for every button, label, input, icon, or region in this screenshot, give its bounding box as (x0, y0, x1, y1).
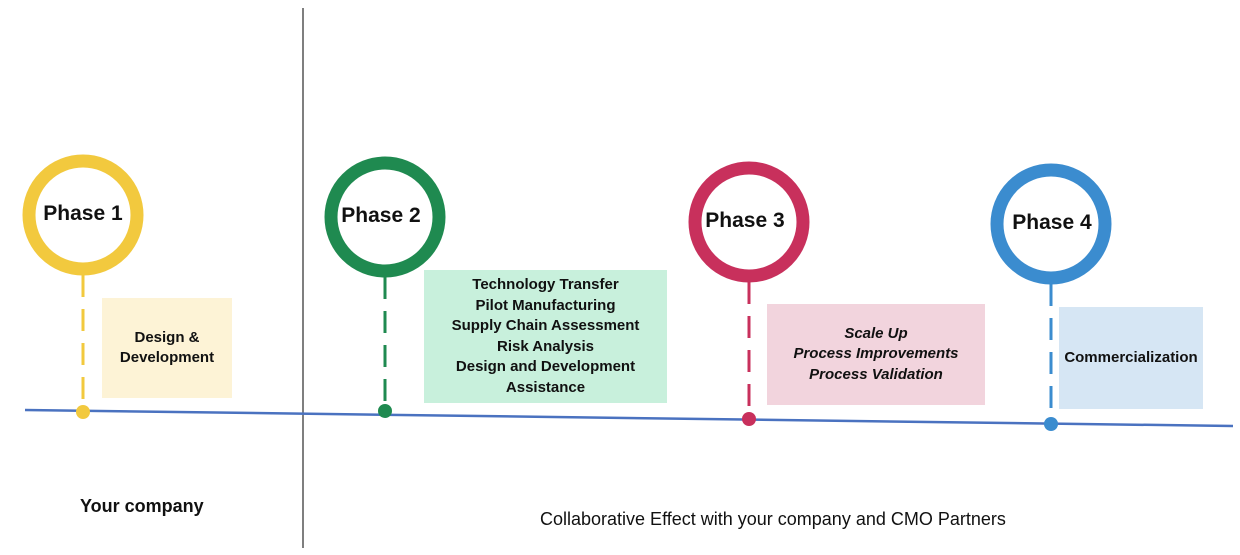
phase-2-item: Design and Development (455, 358, 636, 375)
phase-2-dot (378, 404, 392, 418)
phase-4-dot (1044, 417, 1058, 431)
phase-2-item: Technology Transfer (472, 276, 619, 293)
phase-2-item: Supply Chain Assessment (451, 317, 640, 334)
phase-3-box: Scale Up Process Improvements Process Va… (767, 304, 985, 405)
phase-1-dot (76, 405, 90, 419)
phase-2-item: Pilot Manufacturing (475, 296, 616, 314)
phase-4-item: Commercialization (1064, 348, 1198, 366)
phase-1-item: Development (119, 349, 215, 366)
phase-3-item: Process Validation (809, 365, 943, 383)
phase-3-label: Phase 3 (705, 209, 785, 232)
footer-left-label: Your company (80, 496, 204, 516)
phase-3-item: Scale Up (844, 324, 908, 342)
phase-4-label: Phase 4 (1012, 211, 1092, 234)
phase-1-box: Design & Development (102, 298, 232, 398)
timeline-axis (24, 408, 1234, 428)
phase-1-ring (22, 154, 144, 276)
phase-2-ring (324, 156, 446, 278)
phase-4-box: Commercialization (1059, 307, 1203, 409)
phase-3-dot (742, 412, 756, 426)
phase-2-box: Technology Transfer Pilot Manufacturing … (424, 270, 667, 403)
phase-4-ring (990, 163, 1112, 285)
phase-3-ring (688, 161, 810, 283)
phase-2-item: Risk Analysis (497, 337, 594, 355)
phase-2-item: Assistance (505, 378, 586, 396)
phase-1-item: Design & (134, 328, 200, 346)
phase-2-label: Phase 2 (341, 204, 421, 227)
phase-3-item: Process Improvements (793, 345, 959, 363)
phase-1-label: Phase 1 (43, 202, 123, 225)
footer-right-label: Collaborative Effect with your company a… (540, 509, 1006, 529)
